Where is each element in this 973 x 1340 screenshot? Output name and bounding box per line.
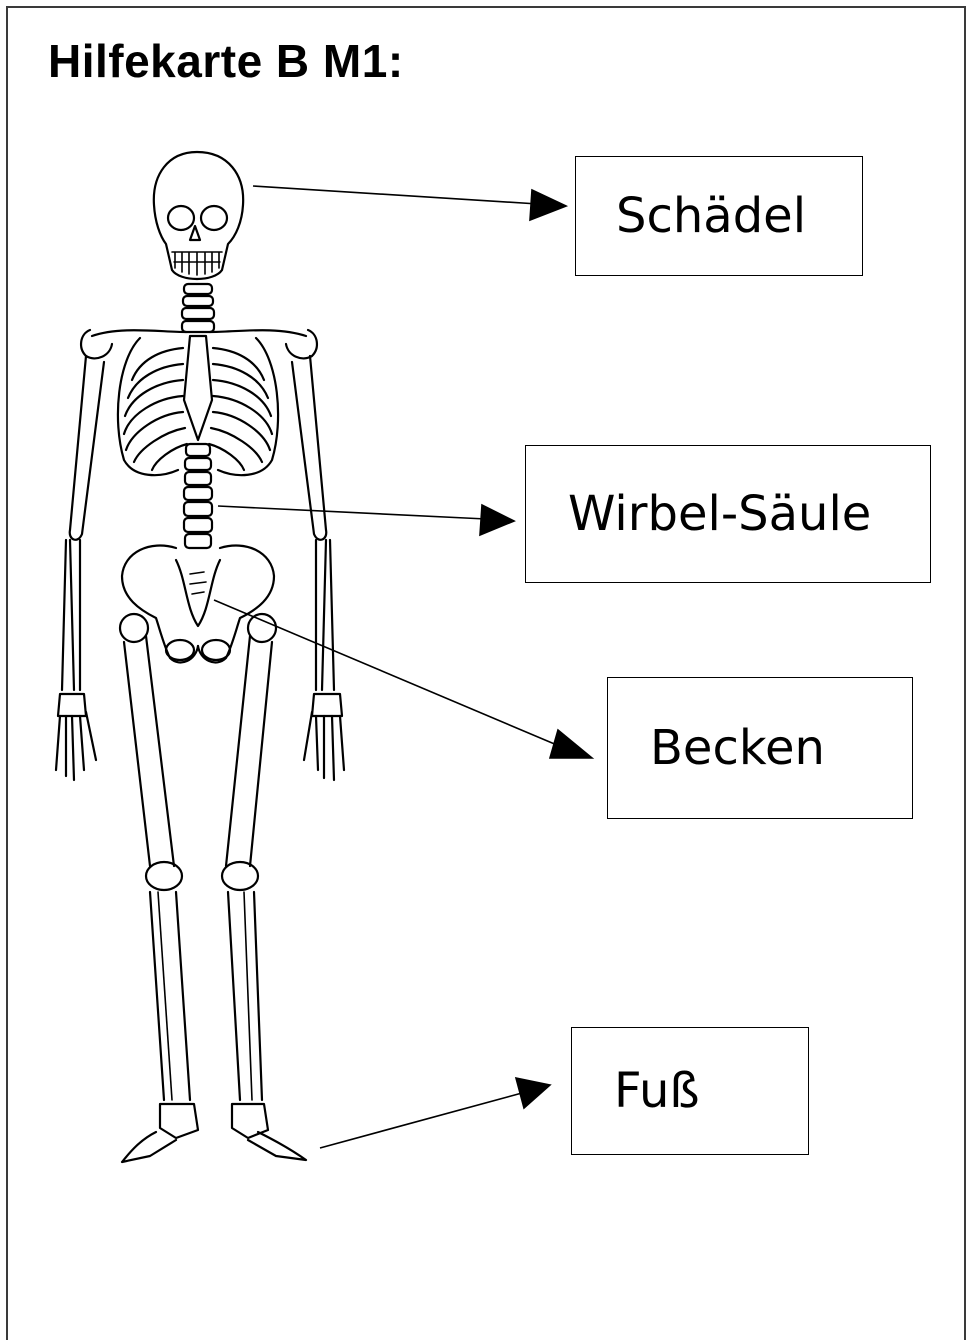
label-pelvis: Becken <box>650 720 825 776</box>
arrow-to-skull <box>253 186 538 204</box>
label-box-foot: Fuß <box>571 1027 809 1155</box>
arrowhead-spine <box>480 505 514 535</box>
neck-vertebrae <box>182 284 214 332</box>
right-arm-bones <box>292 356 344 780</box>
label-spine: Wirbel-Säule <box>568 486 871 542</box>
label-box-pelvis: Becken <box>607 677 913 819</box>
label-box-skull: Schädel <box>575 156 863 276</box>
right-leg-bones <box>222 614 306 1160</box>
arrowhead-skull <box>530 190 566 220</box>
arrow-to-foot <box>320 1093 522 1148</box>
left-leg-bones <box>120 614 198 1162</box>
spine-bone <box>184 444 212 548</box>
arrowhead-pelvis <box>550 730 592 758</box>
right-clavicle <box>210 330 306 336</box>
arrow-to-spine <box>218 506 486 519</box>
skull-bone <box>154 152 243 279</box>
arrow-to-pelvis <box>214 600 564 748</box>
label-skull: Schädel <box>616 188 806 244</box>
pelvis-bone <box>122 546 274 663</box>
label-box-spine: Wirbel-Säule <box>525 445 931 583</box>
rib-cage <box>118 336 278 475</box>
label-foot: Fuß <box>614 1063 700 1119</box>
left-clavicle <box>92 330 186 336</box>
left-arm-bones <box>56 356 104 780</box>
arrowhead-foot <box>516 1078 550 1108</box>
